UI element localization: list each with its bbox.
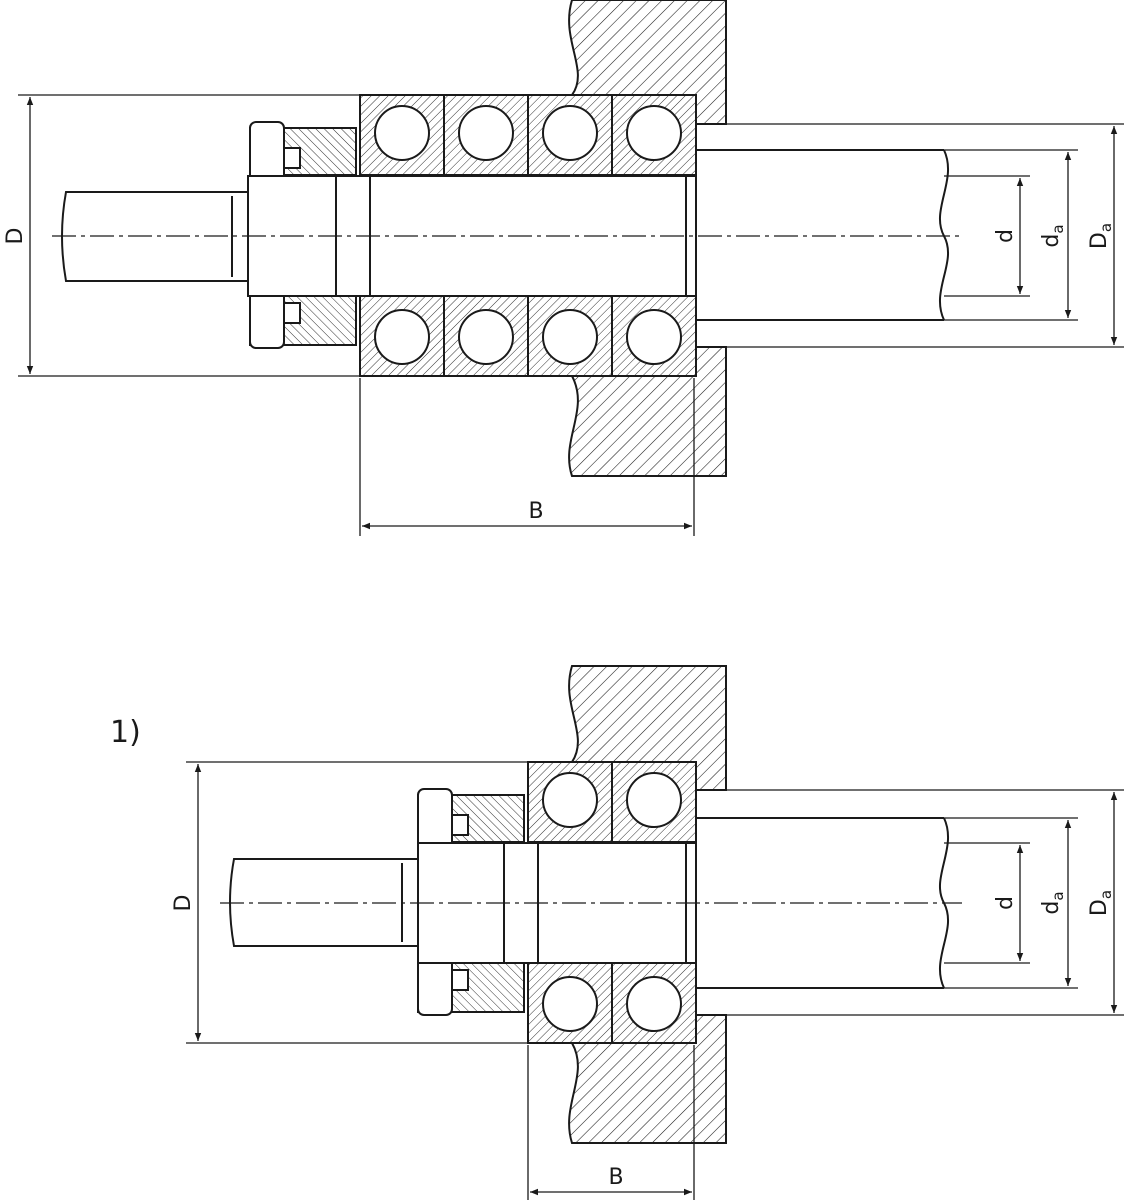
dimension-d [944,842,1030,964]
dimension-B-label: B [528,499,543,524]
shaft-tube [696,123,949,348]
dimension-B-label: B [608,1165,623,1190]
bearing-stack-lower [527,962,697,1044]
figure-label: 1) [110,715,141,750]
figure-2: 1) [110,665,1124,1200]
dimension-Da-label: Da [1087,223,1115,249]
dimension-D-label: D [171,895,196,912]
dimension-D [186,761,528,1044]
bearing-stack-upper [359,94,697,176]
dimension-Da [944,789,1124,1016]
bearing-stack-upper [527,761,697,843]
dimension-da [944,817,1078,989]
dimension-d-label: d [993,229,1018,243]
bearing-stack-lower [359,295,697,377]
dimension-da-label: da [1039,891,1067,914]
dimension-da-label: da [1039,224,1067,247]
dimension-Da [944,123,1124,348]
dimension-D [18,94,360,377]
dimension-d-label: d [993,896,1018,910]
figure-1: D B d da Da [3,0,1124,536]
dimension-D-label: D [3,228,28,245]
dimension-da [944,149,1078,321]
dimension-B [359,378,695,536]
dimension-B [527,1045,695,1200]
dimension-Da-label: Da [1087,890,1115,916]
dimension-d [944,175,1030,297]
